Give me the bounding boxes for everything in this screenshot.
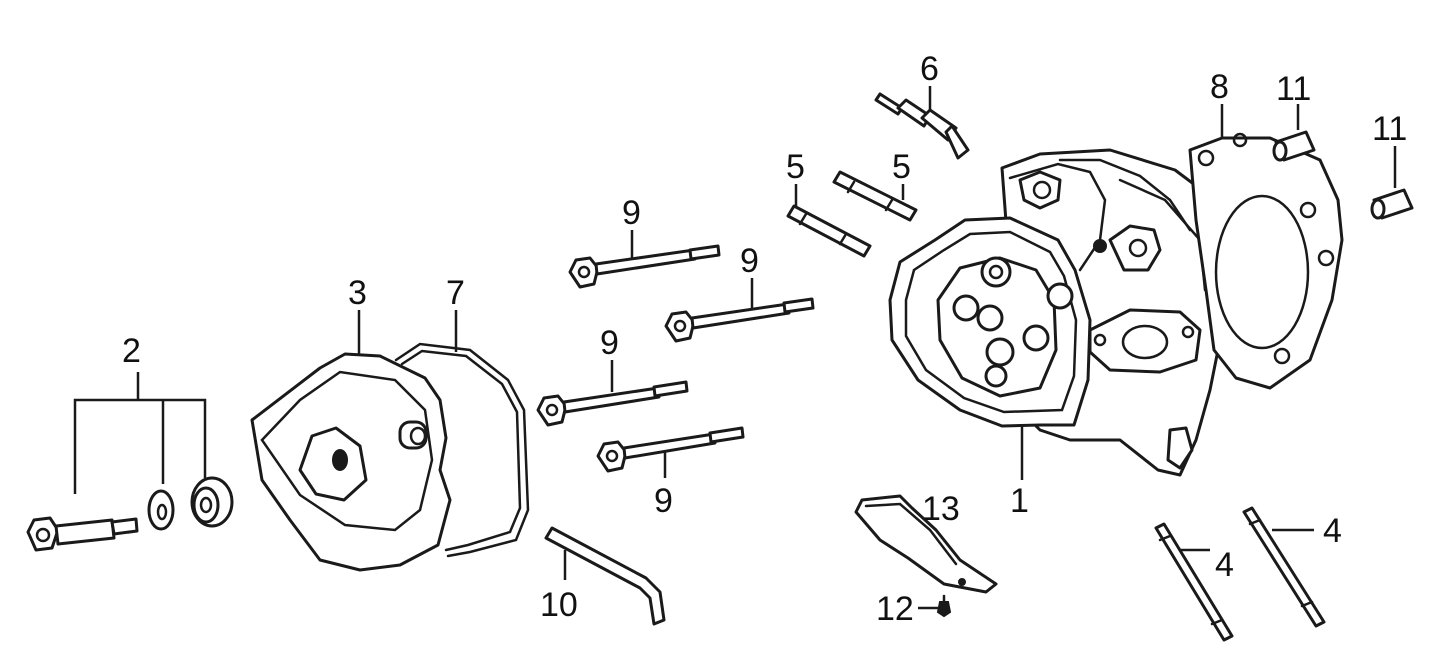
part-5-stud-right: [832, 170, 918, 222]
part-11-dowel-right: [1370, 146, 1414, 220]
part-3-valve-cover: [250, 310, 452, 572]
part-7-cover-gasket: [394, 310, 530, 558]
callout-12: 12: [876, 590, 914, 628]
callout-2: 2: [122, 332, 141, 370]
part-9-bolt-middle: [536, 360, 689, 427]
part-9-bolt-top: [568, 230, 721, 289]
callout-9-upper-right: 9: [740, 242, 759, 280]
callout-5-right: 5: [892, 148, 911, 186]
part-4-stud-left: [1154, 522, 1234, 642]
part-9-bolt-upper-right: [664, 278, 815, 343]
callout-4-right: 4: [1323, 512, 1342, 550]
part-10-hex-key: [544, 526, 666, 626]
callout-1: 1: [1010, 482, 1029, 520]
part-13-deflector: [854, 494, 998, 594]
callout-11-right: 11: [1372, 110, 1407, 148]
part-9-bolt-bottom: [596, 426, 745, 478]
part-1-cylinder-head: [888, 148, 1234, 480]
grommet: [190, 476, 234, 528]
callout-13: 13: [922, 490, 960, 528]
callout-7: 7: [446, 274, 465, 312]
washer: [147, 489, 175, 531]
callout-9-top: 9: [622, 194, 641, 232]
callout-6: 6: [920, 50, 939, 88]
hex-bolt: [26, 516, 139, 552]
part-11-dowel-left: [1272, 104, 1316, 162]
part-6-spark-plug: [874, 86, 970, 160]
part-4-stud-right: [1242, 506, 1326, 628]
callout-9-bottom: 9: [654, 482, 673, 520]
callout-3: 3: [348, 274, 367, 312]
callout-9-middle: 9: [600, 324, 619, 362]
callout-11-left: 11: [1276, 70, 1311, 108]
callout-4-left: 4: [1215, 546, 1234, 584]
part-2-bolt-washer-grommet: [26, 372, 234, 552]
callout-8: 8: [1210, 68, 1229, 106]
part-8-head-gasket: [1188, 104, 1344, 390]
callout-10: 10: [540, 586, 578, 624]
part-5-stud-left: [786, 184, 872, 258]
part-12-screw: [918, 594, 952, 618]
callout-5-left: 5: [786, 148, 805, 186]
